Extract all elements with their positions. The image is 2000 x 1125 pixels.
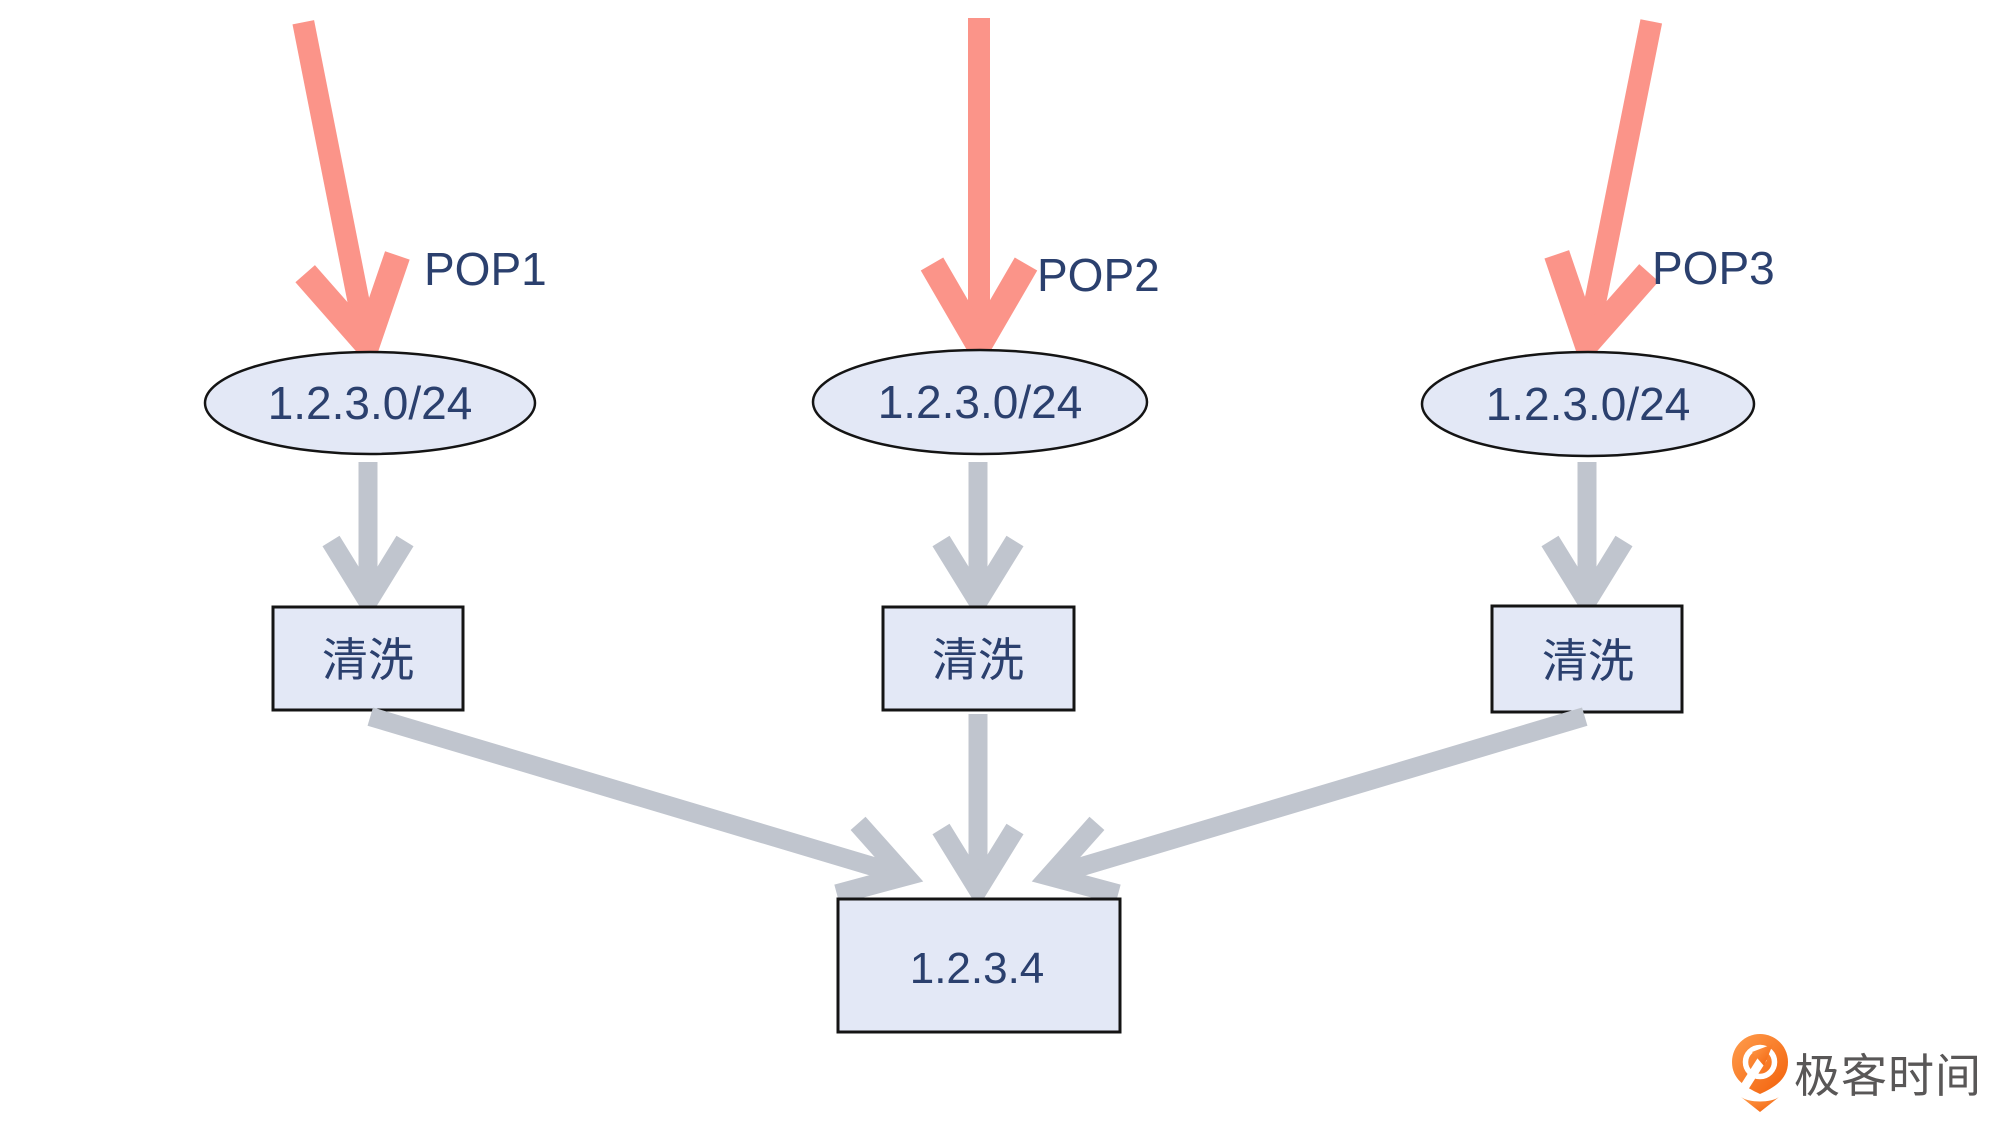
scrub-box-1 (271, 605, 465, 712)
scrub-box-2 (881, 605, 1076, 712)
flow-arrow-icon-1 (322, 462, 414, 621)
target-ip-label: 1.2.3.4 (910, 944, 1045, 993)
flow-arrow-icon-3 (1541, 462, 1633, 621)
pop1-label: POP1 (424, 243, 547, 295)
brand-pin-icon (1732, 1034, 1788, 1112)
pop2-label: POP2 (1037, 249, 1160, 301)
flow-arrow-icon-2 (932, 462, 1024, 621)
attack-arrow-icon-pop2 (920, 18, 1038, 371)
scrub-label-3: 清洗 (1542, 635, 1634, 687)
converge-arrow-icon-2 (932, 714, 1024, 909)
pop1-prefix-label: 1.2.3.0/24 (268, 377, 473, 429)
scrub-label-1: 清洗 (322, 634, 414, 686)
pop2-prefix-node (811, 348, 1149, 456)
converge-arrow-icon-3 (1031, 707, 1588, 904)
pop3-prefix-label: 1.2.3.0/24 (1486, 378, 1691, 430)
converge-arrow-icon-1 (367, 707, 924, 904)
attack-arrow-icon-pop1 (292, 20, 410, 370)
scrub-box-3 (1490, 604, 1684, 714)
attack-arrow-icon-pop3 (1544, 19, 1663, 369)
pop1-prefix-node (203, 350, 537, 456)
pop3-prefix-node (1420, 350, 1756, 458)
target-box (836, 897, 1122, 1034)
pop3-label: POP3 (1652, 242, 1775, 294)
brand-logo-text: 极客时间 (1794, 1050, 1982, 1102)
brand-logo: 极客时间 (1732, 1034, 1982, 1112)
pop2-prefix-label: 1.2.3.0/24 (878, 376, 1083, 428)
scrub-label-2: 清洗 (932, 634, 1024, 686)
